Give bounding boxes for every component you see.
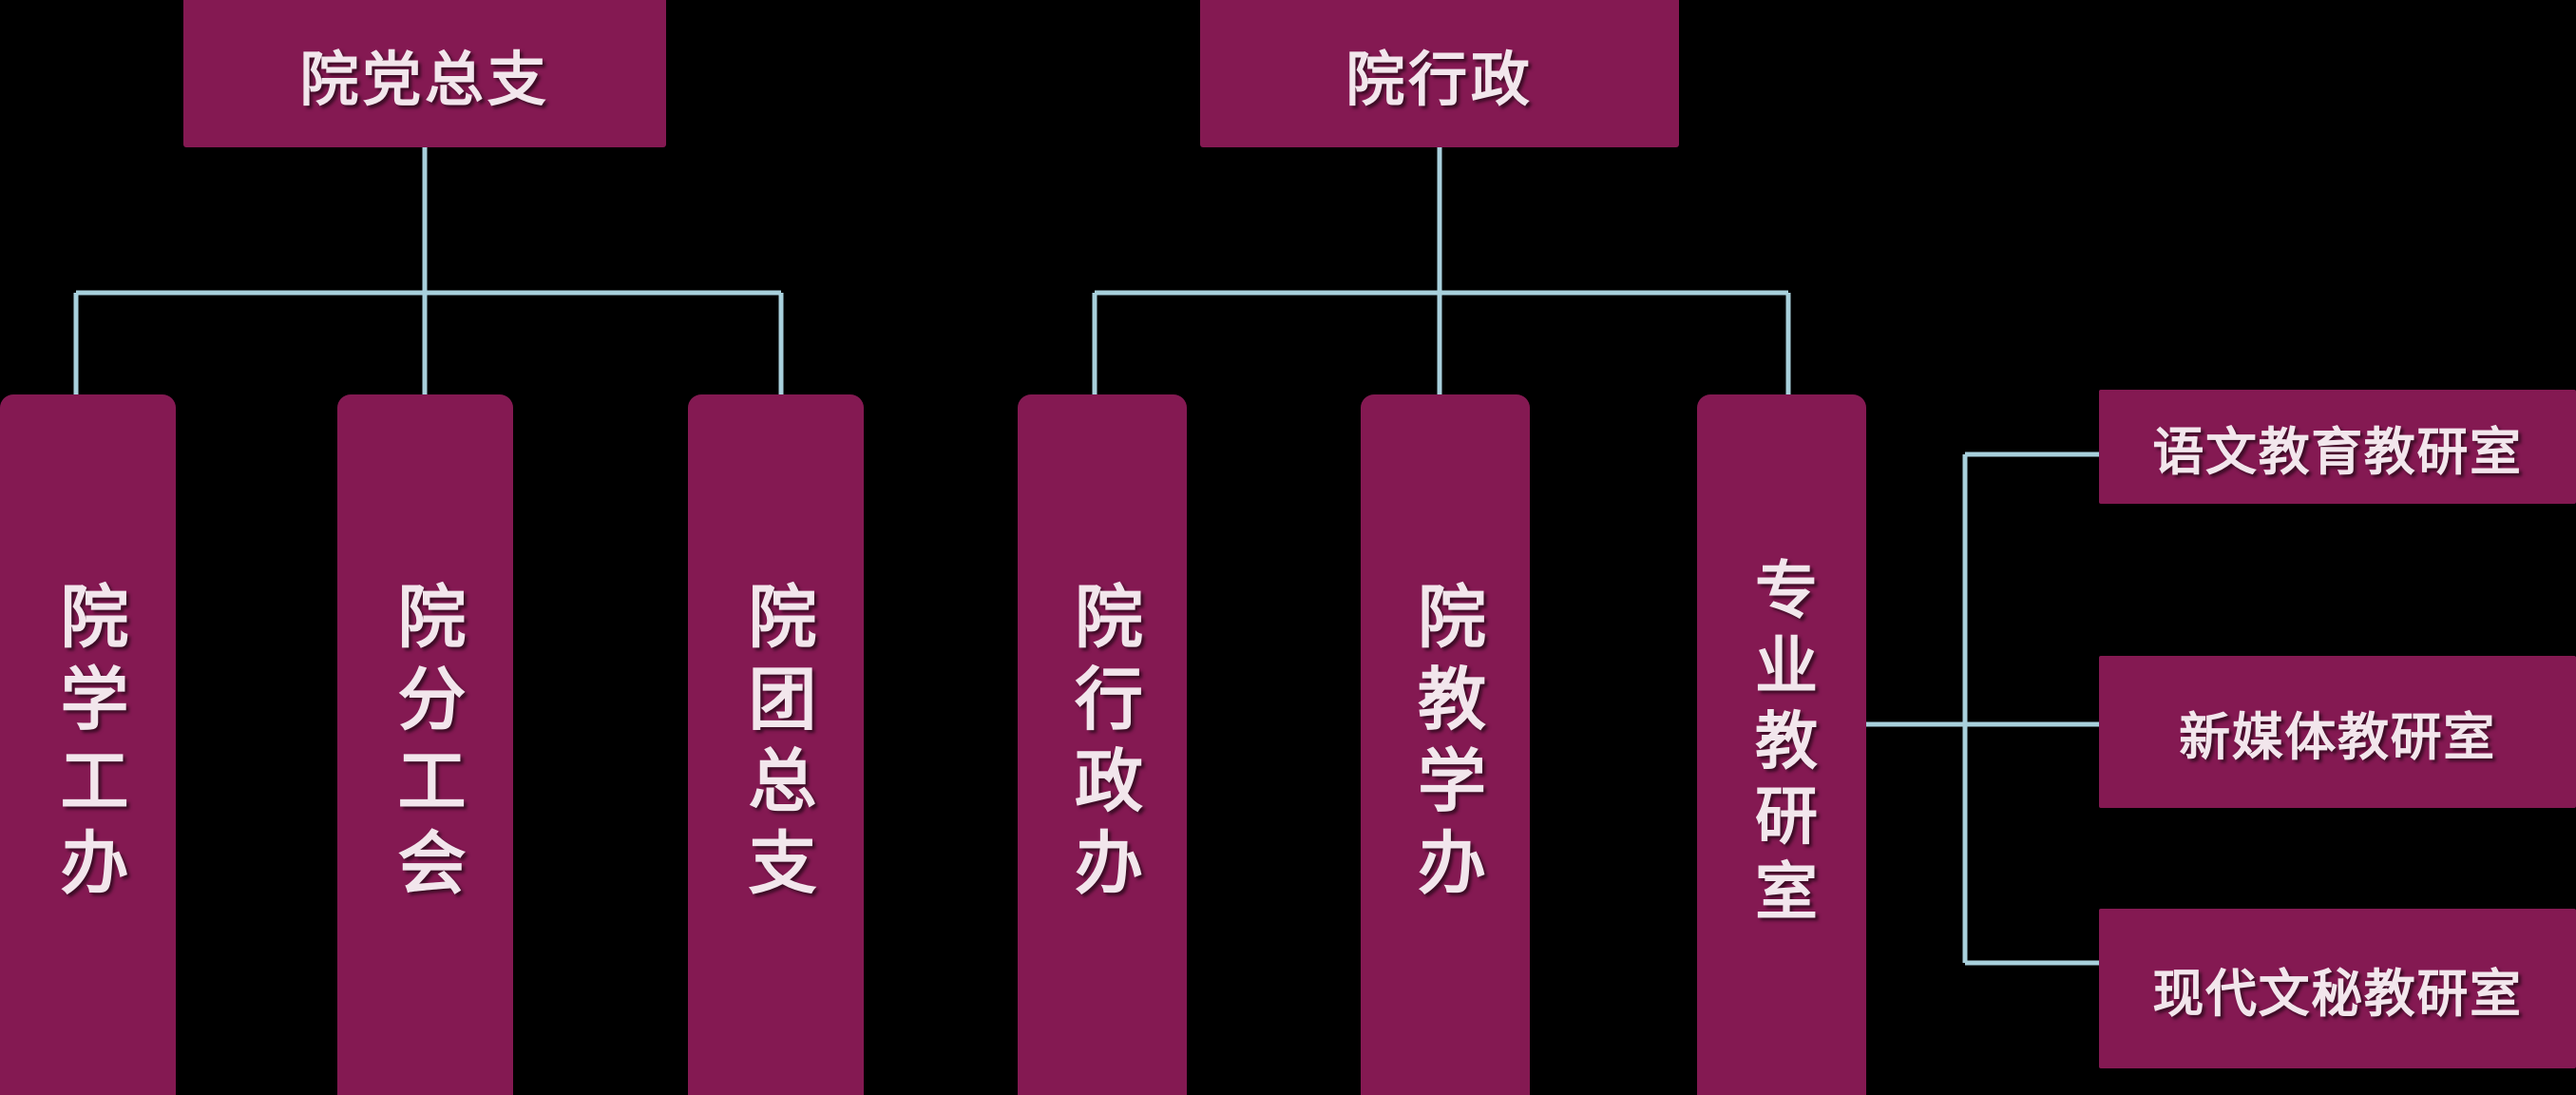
node-label: 院教学办 [1406, 580, 1483, 910]
node-chinese-education-research-office[interactable]: 语文教育教研室 [2099, 390, 2576, 504]
node-administration-office[interactable]: 院行政办 [1018, 394, 1187, 1095]
node-label: 新媒体教研室 [2179, 708, 2496, 766]
node-youth-league-branch[interactable]: 院团总支 [688, 394, 864, 1095]
node-modern-secretarial-research-office[interactable]: 现代文秘教研室 [2099, 909, 2576, 1068]
node-party-committee[interactable]: 院党总支 [183, 0, 666, 147]
node-label: 院团总支 [737, 580, 813, 910]
node-major-teaching-research-office[interactable]: 专业教研室 [1697, 394, 1866, 1095]
node-label: 院分工会 [387, 580, 463, 910]
node-label: 语文教育教研室 [2152, 423, 2523, 481]
node-label: 院党总支 [299, 47, 550, 113]
node-student-affairs-office[interactable]: 院学工办 [0, 394, 176, 1095]
node-label: 院行政办 [1063, 580, 1140, 910]
node-branch-labor-union[interactable]: 院分工会 [337, 394, 513, 1095]
node-label: 专业教研室 [1746, 556, 1817, 933]
node-label: 院学工办 [49, 580, 125, 910]
node-new-media-research-office[interactable]: 新媒体教研室 [2099, 656, 2576, 808]
node-college-administration[interactable]: 院行政 [1200, 0, 1679, 147]
node-label: 现代文秘教研室 [2152, 965, 2523, 1023]
node-label: 院行政 [1345, 47, 1534, 113]
node-teaching-office[interactable]: 院教学办 [1361, 394, 1530, 1095]
